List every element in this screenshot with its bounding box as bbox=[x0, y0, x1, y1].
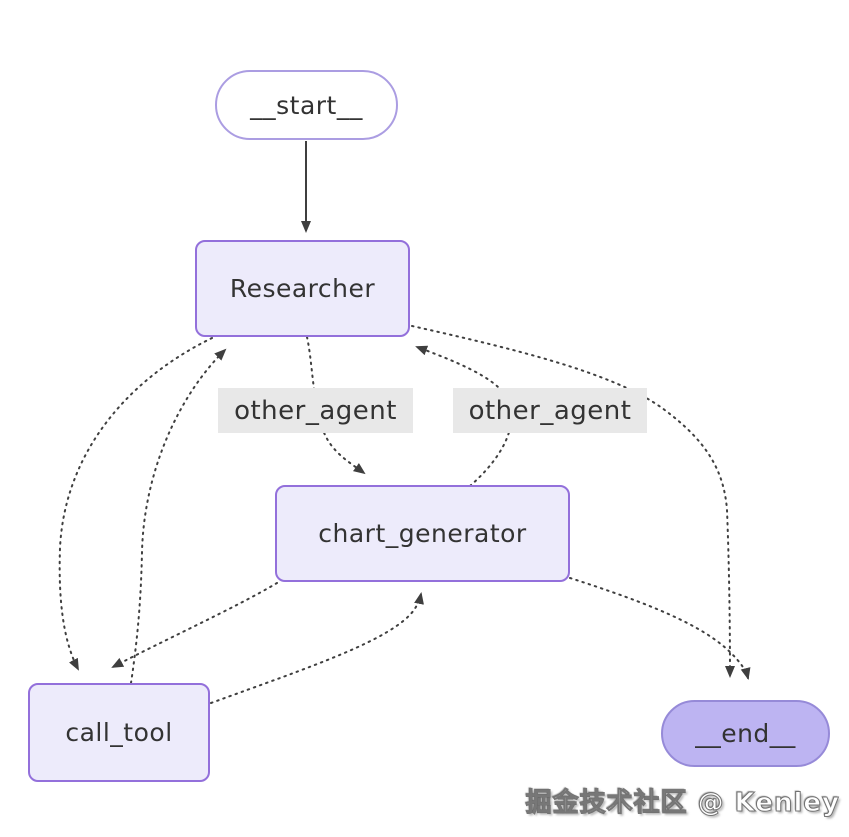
edge-researcher-to-end bbox=[411, 325, 735, 678]
node-end: __end__ bbox=[661, 700, 830, 767]
watermark: 掘金技术社区 @ Kenley bbox=[525, 788, 840, 819]
node-researcher: Researcher bbox=[195, 240, 410, 337]
edge-researcher-to-chart-generator bbox=[306, 336, 366, 475]
edge-call-tool-to-chart-generator bbox=[210, 592, 424, 704]
node-chart-generator: chart_generator bbox=[275, 485, 570, 582]
edge-chart-generator-to-end bbox=[569, 577, 751, 680]
edge-researcher-to-call-tool bbox=[58, 337, 213, 671]
edge-label-other-agent-1: other_agent bbox=[218, 388, 413, 433]
edge-call-tool-to-researcher bbox=[130, 348, 227, 684]
edge-label-other-agent-2: other_agent bbox=[453, 388, 647, 433]
node-start: __start__ bbox=[215, 70, 398, 140]
node-call-tool: call_tool bbox=[28, 683, 210, 782]
edge-chart-generator-to-call-tool bbox=[111, 582, 278, 668]
